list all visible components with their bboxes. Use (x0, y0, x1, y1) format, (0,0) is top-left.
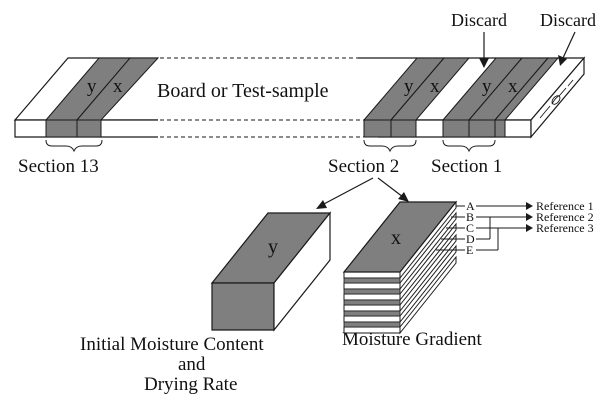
section-2-label: Section 2 (328, 156, 399, 177)
block-x-slab-front (343, 315, 401, 323)
block-x-slab-side (399, 222, 457, 302)
board-title: Board or Test-sample (157, 80, 329, 102)
reference-connectors (476, 205, 526, 251)
section-braces (45, 139, 496, 153)
discard-label-1: Discard (451, 10, 507, 30)
block-x-slab-front (343, 271, 401, 279)
block-x-slab-side (399, 233, 457, 313)
caption-moisture-gradient: Moisture Gradient (342, 329, 483, 350)
block-x-slab-side (399, 211, 457, 291)
layer-label-e: E (466, 243, 473, 257)
block-x-layers (343, 200, 457, 335)
block-x-slab-gap (343, 277, 401, 284)
ref1-arrowhead (526, 202, 533, 210)
layer-label-a: A (466, 199, 475, 213)
block-x-letter: x (391, 227, 401, 249)
discard-arrowhead-2 (558, 55, 567, 66)
block-y-side (273, 211, 331, 332)
layer-leaders (436, 205, 465, 251)
section-13-strips (44, 57, 160, 138)
ref3-arrowhead (526, 224, 533, 232)
arrow-to-y-block (321, 177, 374, 206)
reference-1-label: Reference 1 (536, 199, 594, 213)
block-x: x (342, 200, 458, 335)
discard-arrow-2 (562, 31, 576, 59)
block-x-slab-side (399, 255, 457, 335)
board-label-x-1: x (508, 76, 518, 97)
caption-and: and (178, 354, 206, 375)
board-end-face (530, 56, 585, 139)
caption-initial-moisture: Initial Moisture Content (80, 334, 264, 355)
reference-3-label: Reference 3 (536, 221, 594, 235)
arrow-to-x-block (377, 177, 404, 198)
section-1-label: Section 1 (431, 156, 502, 177)
layer-label-b: B (466, 210, 474, 224)
block-x-slab-front (343, 293, 401, 301)
layer-label-c: C (466, 221, 474, 235)
board-label-y-13: y (87, 76, 97, 97)
layer-label-d: D (466, 232, 475, 246)
block-y-front (211, 282, 275, 331)
section-1-strips (441, 57, 560, 138)
board: y x y x y x Board or Test-sample (13, 56, 586, 139)
end-grain-marks (539, 79, 574, 119)
arrowhead-to-y-block (316, 200, 327, 209)
board-label-y-2: y (404, 76, 414, 97)
board-label-x-13: x (113, 76, 123, 97)
block-x-slab-side (399, 244, 457, 324)
ref2-arrowhead (526, 213, 533, 221)
block-x-slab-gap (343, 310, 401, 317)
caption-drying-rate: Drying Rate (144, 374, 237, 395)
reference-2-label: Reference 2 (536, 210, 594, 224)
section-13-label: Section 13 (18, 156, 99, 177)
block-x-slab-gap (343, 299, 401, 306)
discard-label-2: Discard (540, 10, 596, 30)
block-x-slab-front (343, 282, 401, 290)
block-y-letter: y (268, 236, 278, 258)
block-x-top (342, 201, 458, 273)
arrowhead-to-x-block (398, 192, 409, 202)
board-label-y-1: y (482, 76, 492, 97)
block-x-slab-gap (343, 321, 401, 328)
block-x-slab-front (343, 304, 401, 312)
board-label-x-2: x (430, 76, 440, 97)
discard-arrowhead-1 (479, 58, 489, 68)
section-2-strips (362, 57, 471, 138)
board-break (158, 56, 378, 139)
block-y: y (210, 211, 332, 332)
block-x-slab-gap (343, 288, 401, 295)
